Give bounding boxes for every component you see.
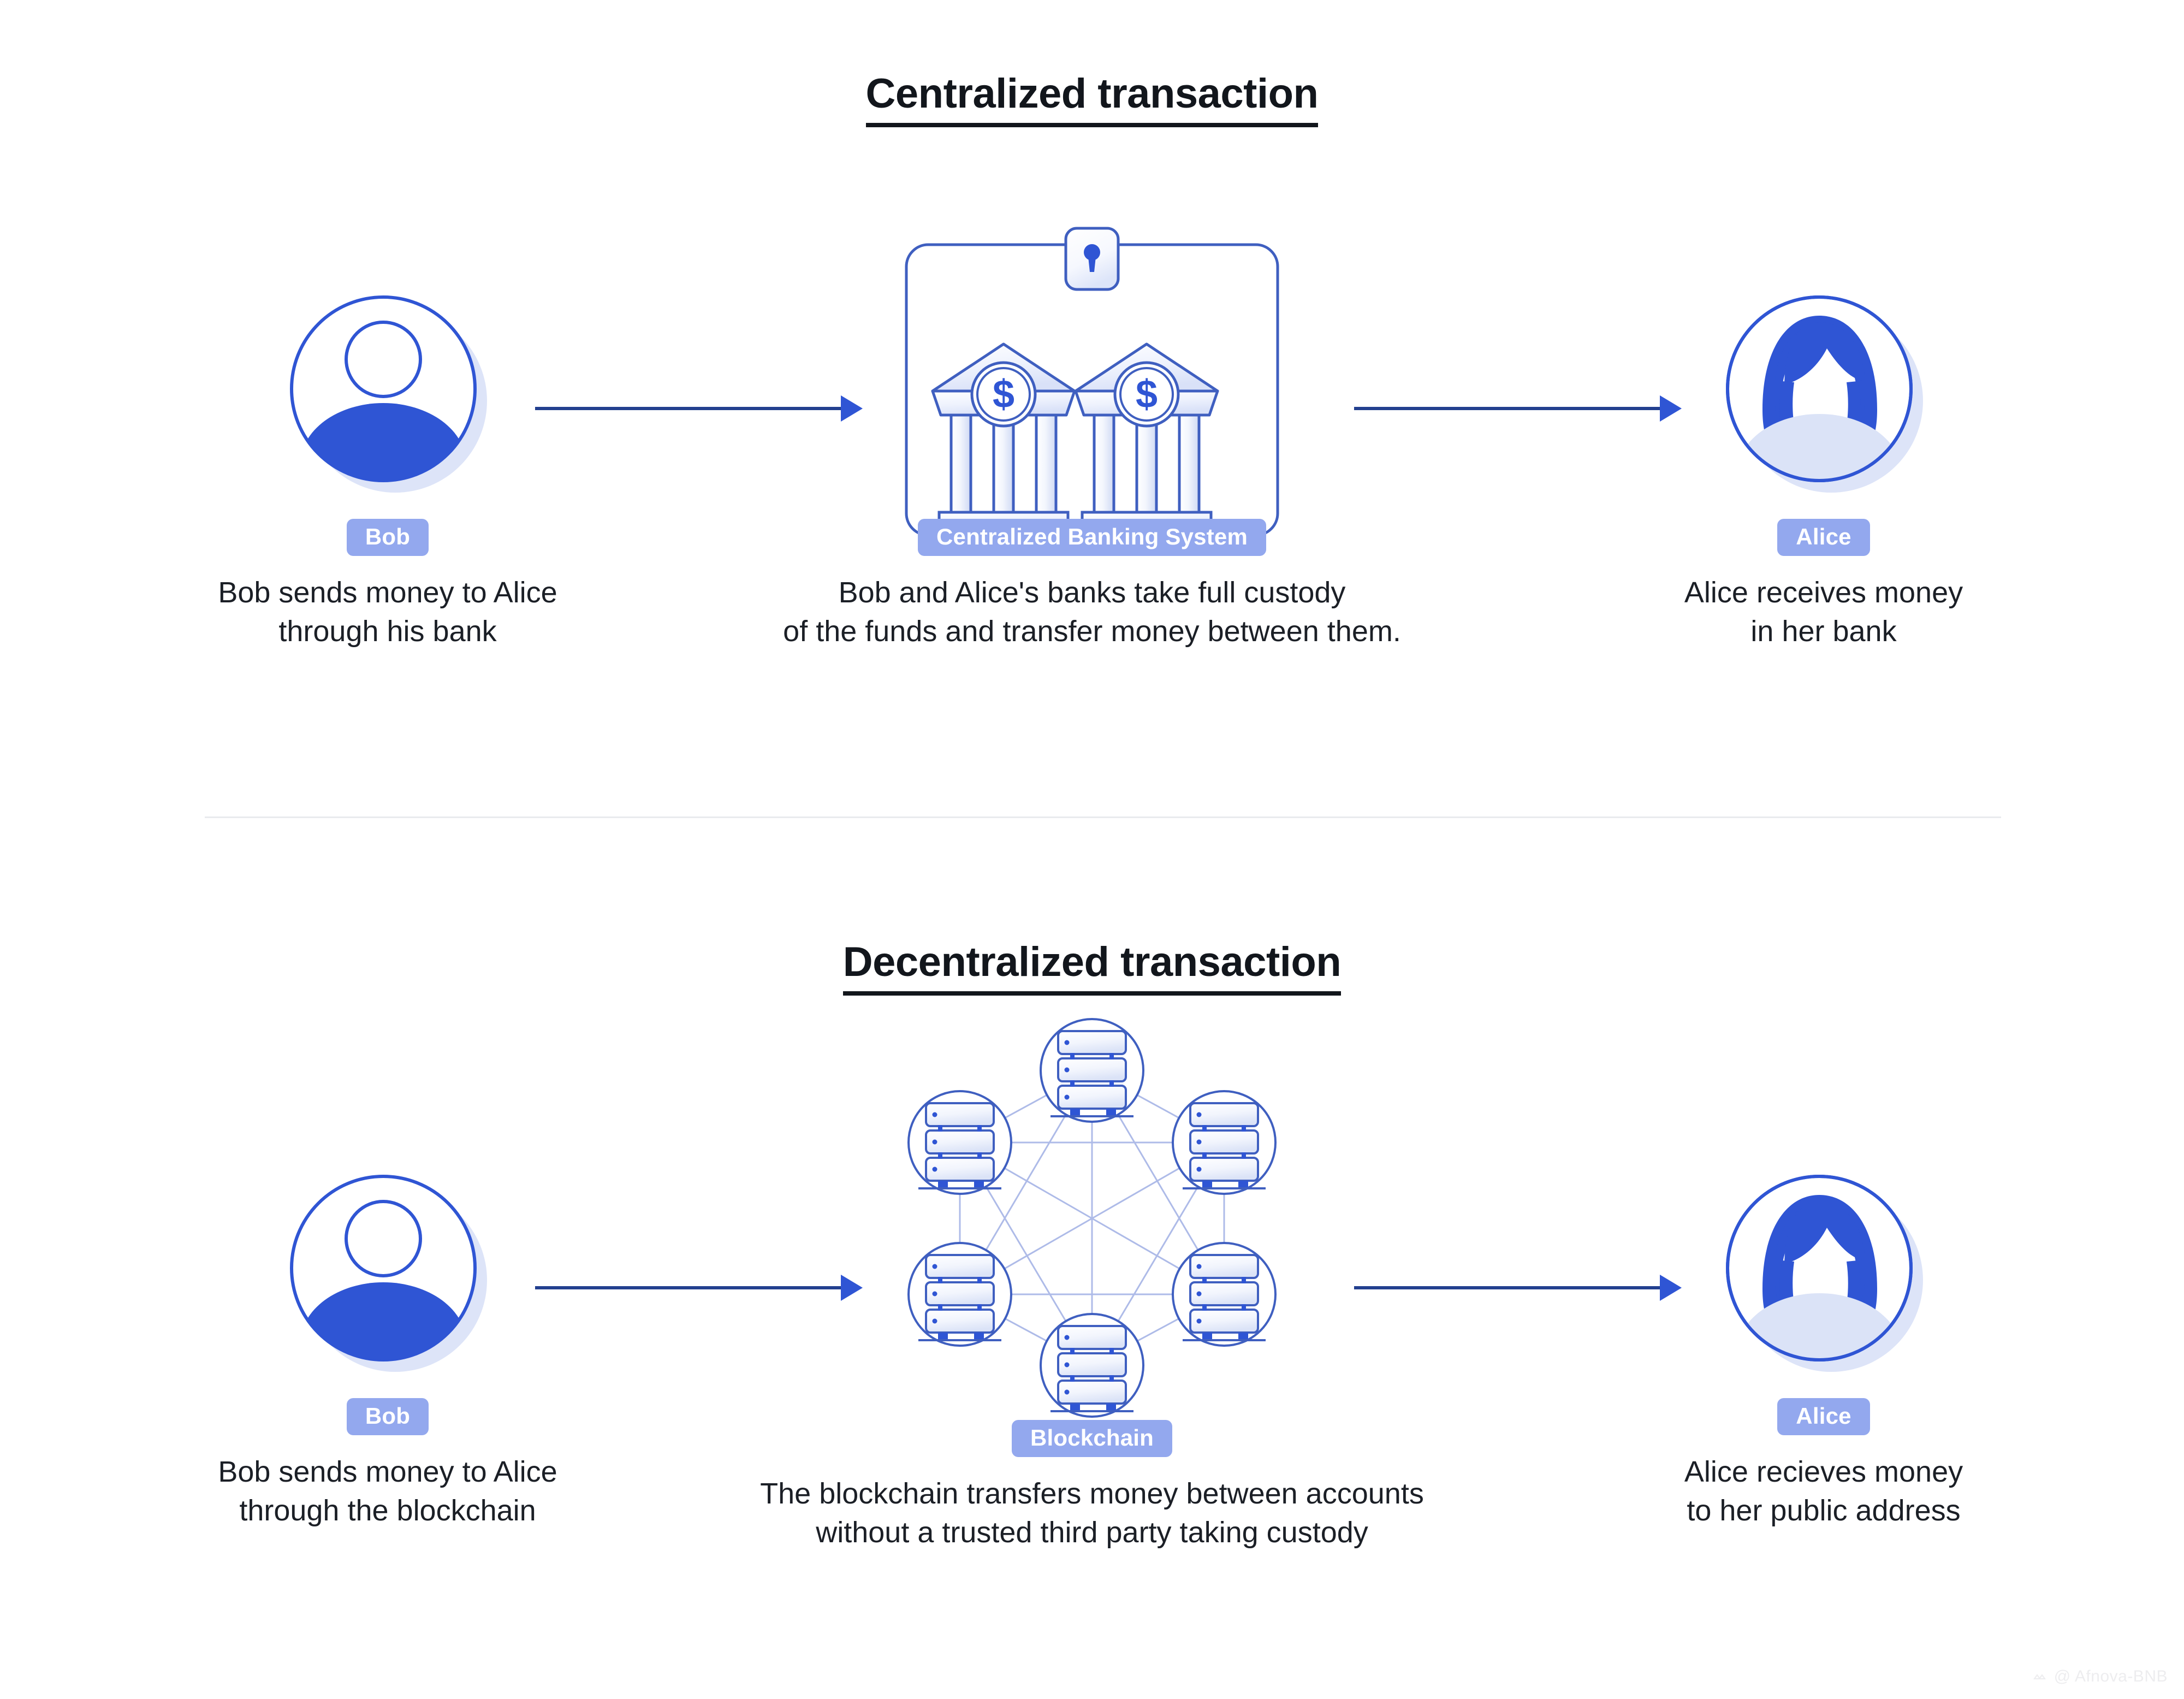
badge-alice-decentralized: Alice: [1616, 1398, 2031, 1435]
user-male-avatar-icon: [278, 284, 497, 502]
centralized-section-title: Centralized transaction: [0, 70, 2184, 127]
svg-text:$: $: [1136, 372, 1158, 416]
badge-label: Bob: [346, 519, 429, 556]
network-node: [1040, 1018, 1144, 1123]
badge-label: Bob: [346, 1398, 429, 1435]
section-divider: [205, 816, 2001, 818]
step-blockchain-network: Blockchain The blockchain transfers mone…: [726, 1010, 1458, 1556]
network-node: [1172, 1090, 1277, 1195]
watermark-text: @ Afnova-BNB: [2054, 1667, 2168, 1685]
badge-label: Alice: [1777, 519, 1870, 556]
arrow-right-icon: [1354, 1271, 1682, 1304]
step-bank-system: $ $: [726, 208, 1458, 677]
badge-label: Blockchain: [1011, 1420, 1173, 1457]
badge-blockchain: Blockchain: [726, 1420, 1458, 1457]
badge-label: Alice: [1777, 1398, 1870, 1435]
badge-label: Centralized Banking System: [917, 519, 1267, 556]
svg-text:$: $: [993, 372, 1014, 416]
centralized-bank-lock-icon: $ $: [895, 208, 1289, 557]
caption-alice-centralized: Alice receives money in her bank: [1684, 576, 1963, 648]
step-bob-decentralized: Bob Bob sends money to Alice through the…: [180, 1163, 595, 1556]
watermark: @ Afnova-BNB: [2030, 1667, 2168, 1686]
step-bob-centralized: Bob Bob sends money to Alice through his…: [180, 284, 595, 677]
user-male-avatar-icon: [278, 1163, 497, 1382]
decentralized-section-title: Decentralized transaction: [0, 938, 2184, 996]
badge-bob-decentralized: Bob: [180, 1398, 595, 1435]
caption-alice-decentralized: Alice recieves money to her public addre…: [1684, 1455, 1963, 1528]
network-node: [1040, 1313, 1144, 1418]
arrow-right-icon: [1354, 392, 1682, 425]
network-node: [1172, 1242, 1277, 1347]
caption-blockchain: The blockchain transfers money between a…: [760, 1477, 1424, 1549]
badge-alice-centralized: Alice: [1616, 519, 2031, 556]
diamond-logo-icon: [2030, 1670, 2049, 1683]
user-female-avatar-icon: [1714, 1163, 1933, 1382]
padlock-icon: [1064, 227, 1120, 291]
network-node: [907, 1090, 1012, 1195]
arrow-right-icon: [535, 1271, 863, 1304]
network-node: [907, 1242, 1012, 1347]
step-alice-decentralized: Alice Alice recieves money to her public…: [1616, 1163, 2031, 1556]
badge-bank-system: Centralized Banking System: [726, 519, 1458, 556]
caption-bank-system: Bob and Alice's banks take full custody …: [783, 576, 1401, 648]
badge-bob-centralized: Bob: [180, 519, 595, 556]
step-alice-centralized: Alice Alice receives money in her bank: [1616, 284, 2031, 677]
caption-bob-decentralized: Bob sends money to Alice through the blo…: [218, 1455, 557, 1528]
caption-bob-centralized: Bob sends money to Alice through his ban…: [218, 576, 557, 648]
blockchain-node-network-icon: [885, 1010, 1299, 1425]
arrow-right-icon: [535, 392, 863, 425]
user-female-avatar-icon: [1714, 284, 1933, 502]
